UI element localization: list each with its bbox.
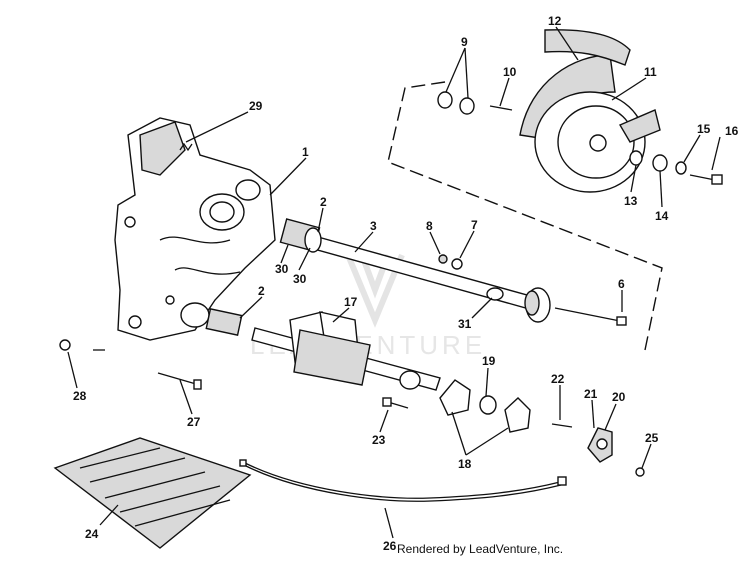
callout-24: 24 [85, 527, 99, 541]
spring-29 [179, 142, 193, 152]
callout-22: 22 [551, 372, 565, 386]
callout-15: 15 [697, 122, 711, 136]
flange-18a [439, 379, 471, 416]
transmission-housing [114, 117, 276, 341]
callout-21: 21 [584, 387, 598, 401]
impeller [251, 311, 441, 391]
upper-shaft [279, 218, 551, 323]
nut-25 [635, 467, 645, 477]
callout-3: 3 [370, 219, 377, 233]
callout-14: 14 [655, 209, 669, 223]
callout-31: 31 [458, 317, 472, 331]
callout-25: 25 [645, 431, 659, 445]
pin-10 [489, 105, 513, 111]
spacer-13 [629, 150, 643, 166]
callout-2b: 2 [258, 284, 265, 298]
callout-6: 6 [618, 277, 625, 291]
callout-11: 11 [644, 65, 657, 79]
callout-10: 10 [503, 65, 517, 79]
callout-28: 28 [73, 389, 87, 403]
callout-19: 19 [482, 354, 496, 368]
belt-envelope-line [387, 81, 663, 351]
bolt-16 [689, 174, 723, 185]
bolt-6 [554, 307, 627, 326]
callouts: 1 2 2 3 6 7 8 9 10 11 12 13 14 15 16 17 … [73, 14, 739, 553]
bearing-19 [479, 395, 497, 415]
callout-13: 13 [624, 194, 638, 208]
washer-14 [652, 154, 668, 172]
callout-17: 17 [344, 295, 358, 309]
callout-30b: 30 [293, 272, 307, 286]
callout-26: 26 [383, 539, 397, 553]
nut-28 [59, 339, 71, 351]
cable [239, 459, 567, 502]
callout-23: 23 [372, 433, 386, 447]
callout-7: 7 [471, 218, 478, 232]
bolt-23 [382, 397, 409, 409]
callout-12: 12 [548, 14, 562, 28]
credit-text: Rendered by LeadVenture, Inc. [397, 542, 564, 556]
cover-plate [53, 437, 252, 549]
drive-pulley [519, 29, 661, 193]
callout-27: 27 [187, 415, 201, 429]
gear-cap-20 [587, 427, 613, 463]
callout-18: 18 [458, 457, 472, 471]
bearing-2-lower [205, 308, 243, 336]
nut-8 [438, 254, 448, 264]
callout-20: 20 [612, 390, 626, 404]
washer-9b [459, 97, 475, 115]
callout-9: 9 [461, 35, 468, 49]
leader-lines [67, 26, 721, 539]
washer-9a [437, 91, 453, 109]
callout-30a: 30 [275, 262, 289, 276]
bolt-27 [157, 372, 202, 390]
callout-2a: 2 [320, 195, 327, 209]
washer-7 [451, 258, 463, 270]
key-22 [551, 423, 573, 428]
callout-16: 16 [725, 124, 739, 138]
callout-1: 1 [302, 145, 309, 159]
washer-15 [675, 161, 687, 175]
flange-18b [504, 397, 531, 433]
callout-29: 29 [249, 99, 263, 113]
callout-8: 8 [426, 219, 433, 233]
